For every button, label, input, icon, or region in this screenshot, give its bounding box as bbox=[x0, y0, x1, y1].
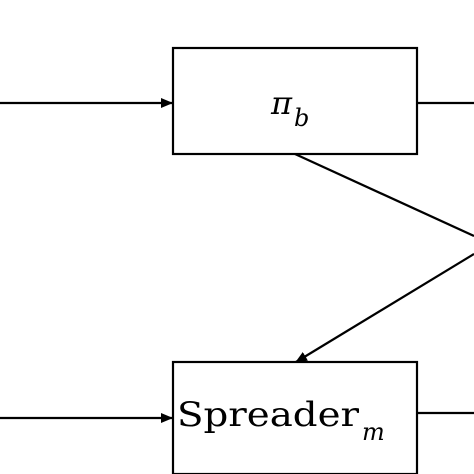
node-pi-b-box bbox=[171, 46, 419, 156]
node-pi-b-label: π bbox=[270, 84, 293, 122]
edge-pi-b-to-junction bbox=[294, 152, 474, 238]
node-spreader-m-box bbox=[171, 360, 419, 474]
svg-text:b: b bbox=[294, 104, 309, 132]
node-spreader-m-subscript: m bbox=[362, 418, 385, 446]
svg-text:m: m bbox=[362, 418, 385, 446]
node-spreader-m: Spreader m bbox=[171, 360, 419, 474]
node-spreader-m-label: Spreader bbox=[177, 395, 360, 435]
edge-junction-to-spreader-m bbox=[295, 253, 474, 363]
node-pi-b-subscript: b bbox=[294, 104, 309, 132]
node-pi-b: π b bbox=[171, 46, 419, 156]
svg-text:π: π bbox=[270, 84, 293, 122]
svg-text:Spreader: Spreader bbox=[177, 395, 360, 435]
